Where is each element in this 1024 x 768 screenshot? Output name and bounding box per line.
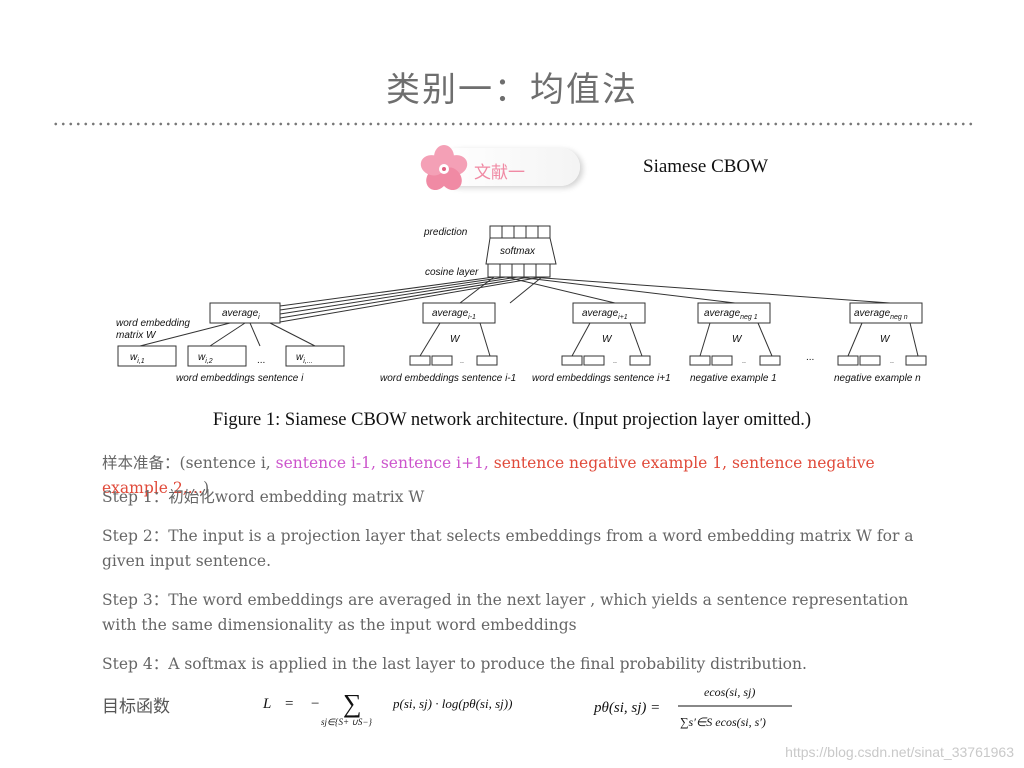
small-ellipsis: .. [613, 358, 617, 365]
step-3: Step 3：The word embeddings are averaged … [102, 591, 909, 634]
small-ellipsis: .. [890, 358, 894, 365]
step-4: Step 4：A softmax is applied in the last … [102, 655, 807, 673]
positive-samples: sentence i-1, sentence i+1, [275, 454, 489, 472]
small-ellipsis: .. [460, 358, 464, 365]
average-i-minus-1-label: averagei-1 [432, 308, 476, 321]
negative-samples: sentence negative example 1, sentence ne… [102, 454, 875, 497]
section-tag: 文献一 [418, 144, 588, 192]
sample-prep-line: 样本准备：(sentence i, sentence i-1, sentence… [102, 451, 932, 501]
average-neg-1-label: averageneg 1 [704, 308, 758, 321]
sentence-i-minus-1-label: word embeddings sentence i-1 [380, 373, 516, 384]
figure-title: Siamese CBOW [643, 156, 769, 177]
ellipsis: ... [257, 355, 265, 366]
flower-icon [420, 145, 468, 191]
tag-label: 文献一 [474, 163, 525, 183]
equals-sign: = [285, 696, 293, 712]
w-label: W [732, 334, 743, 345]
prediction-label: prediction [423, 227, 468, 238]
objective-label: 目标函数 [102, 697, 170, 717]
minus-sign: − [311, 696, 319, 712]
numerator: ecos(si, sj) [704, 685, 755, 699]
sample-prep-open: (sentence i, [179, 454, 276, 472]
cosine-layer-label: cosine layer [425, 267, 479, 278]
w-i2-label: wi,2 [198, 352, 213, 365]
small-ellipsis: .. [742, 358, 746, 365]
w-i1-label: wi,1 [130, 352, 145, 365]
average-i-plus-1-label: averagei+1 [582, 308, 628, 321]
negative-example-n-label: negative example n [834, 373, 921, 384]
ellipsis: ... [806, 352, 814, 363]
average-neg-n-label: averageneg n [854, 308, 908, 321]
probability-formula: pθ(si, sj) = ecos(si, sj) ∑s′∈S ecos(si,… [593, 685, 792, 729]
denominator: ∑s′∈S ecos(si, s′) [680, 715, 766, 729]
sum-sign: ∑ [343, 689, 362, 718]
probability-lhs: pθ(si, sj) = [593, 700, 660, 716]
loss-symbol: L [262, 696, 271, 712]
siamese-cbow-diagram: prediction softmax cosine layer word emb… [116, 225, 927, 384]
w-label: W [602, 334, 613, 345]
main-sentence-label: word embeddings sentence i [176, 373, 304, 384]
sample-prep-close: ) [203, 479, 210, 497]
sample-prep-label: 样本准备： [102, 454, 180, 472]
watermark: https://blog.csdn.net/sinat_33761963 [785, 744, 1014, 760]
loss-formula: L = − ∑ sj∈{S+ ∪S−} p(si, sj) · log(pθ(s… [262, 689, 512, 727]
w-label: W [880, 334, 891, 345]
w-label: W [450, 334, 461, 345]
w-i-etc-label: wi,... [296, 352, 313, 365]
softmax-label: softmax [500, 246, 536, 257]
figure-caption: Figure 1: Siamese CBOW network architect… [212, 410, 812, 430]
loss-body: p(si, sj) · log(pθ(si, sj)) [392, 696, 512, 711]
word-embedding-label-2: matrix W [116, 330, 157, 341]
slide-title: 类别一：均值法 [386, 70, 638, 110]
negative-example-1-label: negative example 1 [690, 373, 777, 384]
dotted-divider [52, 121, 976, 127]
step-2: Step 2：The input is a projection layer t… [102, 527, 914, 570]
word-embedding-label-1: word embedding [116, 318, 190, 329]
step-1: Step 1：初始化word embedding matrix W [102, 488, 425, 506]
average-i-label: averagei [222, 308, 260, 321]
sentence-i-plus-1-label: word embeddings sentence i+1 [532, 373, 671, 384]
sum-subscript: sj∈{S+ ∪S−} [321, 717, 372, 727]
